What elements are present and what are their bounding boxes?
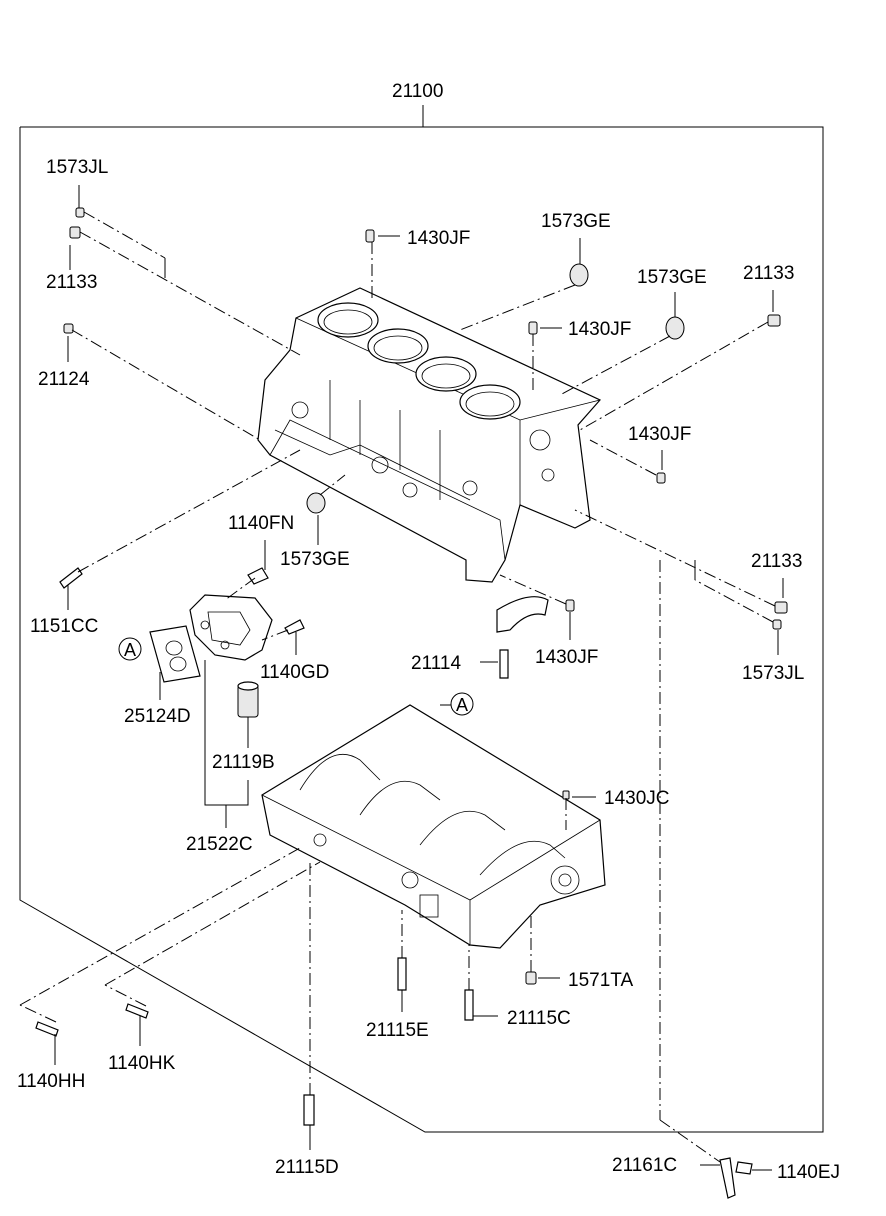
assembly-boundary	[19, 105, 824, 1133]
part-label-21133-right-top: 21133	[743, 263, 795, 284]
assembly-label: 21100	[392, 81, 444, 102]
part-label-1430jf-a: 1430JF	[407, 228, 471, 249]
filter-plug	[237, 681, 259, 718]
ladder-frame	[261, 704, 606, 949]
part-label-1573ge-b: 1573GE	[637, 267, 707, 288]
part-label-21133-right-bottom: 21133	[751, 551, 803, 572]
part-label-21133-left: 21133	[46, 272, 98, 293]
part-label-1430jc: 1430JC	[604, 788, 670, 809]
part-label-1140fn: 1140FN	[228, 513, 295, 534]
cylinder-block	[257, 287, 601, 583]
reference-marker-right: A	[450, 692, 474, 716]
leader-lines	[19, 185, 784, 1171]
reference-marker-right-text: A	[456, 695, 468, 715]
part-label-1140gd: 1140GD	[260, 662, 330, 683]
part-label-1573ge-c: 1573GE	[280, 549, 350, 570]
part-label-21119b: 21119B	[212, 752, 275, 773]
small-parts	[35, 207, 788, 1199]
reference-marker-left: A	[118, 637, 142, 661]
part-label-1140hk: 1140HK	[108, 1053, 176, 1074]
part-label-21124: 21124	[38, 369, 90, 390]
part-label-1573jl-bottom: 1573JL	[742, 663, 805, 684]
part-label-1571ta: 1571TA	[568, 970, 634, 991]
gasket	[149, 625, 201, 683]
bearing-cap	[496, 596, 549, 633]
part-label-21522c: 21522C	[186, 834, 253, 855]
oil-filter-bracket	[189, 594, 273, 661]
part-label-1151cc: 1151CC	[30, 616, 99, 637]
part-label-1430jf-c: 1430JF	[628, 424, 692, 445]
part-label-1430jf-b: 1430JF	[568, 319, 632, 340]
part-label-21115c: 21115C	[507, 1008, 571, 1029]
part-label-1140ej: 1140EJ	[777, 1162, 841, 1183]
reference-marker-left-text: A	[124, 640, 136, 660]
part-label-1573jl-top: 1573JL	[46, 157, 109, 178]
part-label-21114: 21114	[411, 653, 462, 674]
part-label-21115d: 21115D	[275, 1157, 339, 1178]
part-label-25124d: 25124D	[124, 706, 191, 727]
part-label-1573ge-a: 1573GE	[541, 211, 611, 232]
part-label-21161c: 21161C	[612, 1155, 678, 1176]
part-label-21115e: 21115E	[366, 1020, 429, 1041]
part-label-1430jf-d: 1430JF	[535, 647, 599, 668]
part-label-1140hh: 1140HH	[17, 1071, 86, 1092]
